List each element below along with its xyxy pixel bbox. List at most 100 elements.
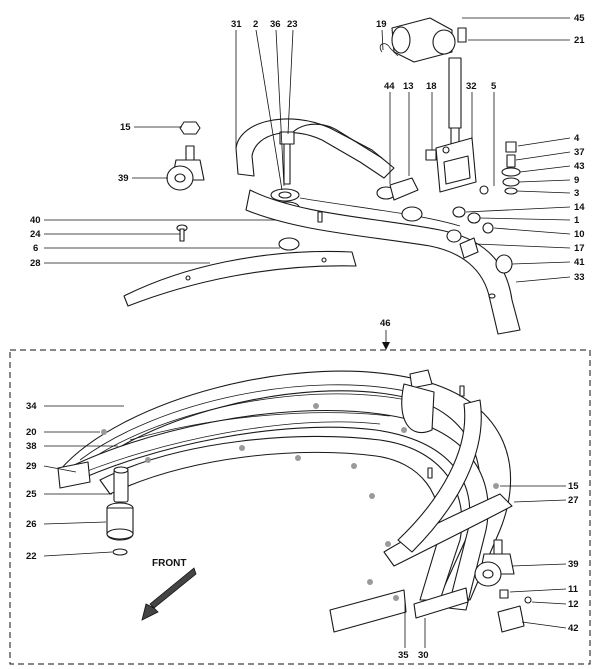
callout-13: 13 — [403, 81, 414, 92]
track-screw — [427, 467, 433, 479]
part-17-knob — [459, 237, 479, 259]
callout-12: 12 — [568, 599, 579, 610]
part-35-tube-top — [409, 369, 433, 389]
callout-29: 29 — [26, 461, 37, 472]
part-37-stem — [506, 154, 516, 168]
part-6-bushing — [278, 237, 300, 251]
callout-27: 27 — [568, 495, 579, 506]
callout-1: 1 — [574, 215, 580, 226]
callout-23: 23 — [287, 19, 298, 30]
callout-3: 3 — [574, 188, 579, 199]
part-35-tube-body — [401, 383, 435, 434]
part-15-nut-upper — [179, 121, 201, 135]
part-18-screw — [442, 146, 450, 154]
part-4-cap — [505, 141, 517, 153]
callout-15-lower: 15 — [568, 481, 579, 492]
callout-5: 5 — [491, 81, 497, 92]
callout-39-lower: 39 — [568, 559, 579, 570]
callout-18: 18 — [426, 81, 437, 92]
part-29-track-plate — [99, 435, 463, 601]
part-12-washer — [524, 596, 532, 604]
callout-10: 10 — [574, 229, 585, 240]
callout-32: 32 — [466, 81, 477, 92]
part-14b-washer — [452, 206, 466, 218]
callout-17: 17 — [574, 243, 585, 254]
callout-21: 21 — [574, 35, 585, 46]
track-bolts — [101, 403, 499, 601]
part-26-bumper — [106, 502, 134, 541]
part-1-washer — [467, 212, 481, 224]
callout-43: 43 — [574, 161, 585, 172]
assembly-46-box — [9, 349, 591, 665]
front-label: FRONT — [152, 558, 186, 569]
part-10-nut — [482, 222, 494, 234]
part-39-caster-upper — [166, 145, 205, 191]
callout-35: 35 — [398, 650, 409, 661]
callout-46: 46 — [380, 318, 391, 329]
part-33-rail — [245, 189, 521, 335]
part-screw-small — [317, 211, 323, 223]
callout-37: 37 — [574, 147, 585, 158]
callout-11: 11 — [568, 584, 579, 595]
part-22-washer — [112, 548, 128, 556]
leader-lines — [43, 17, 571, 648]
callout-30: 30 — [418, 650, 429, 661]
callout-14: 14 — [574, 202, 585, 213]
callout-40: 40 — [30, 215, 41, 226]
callout-28: 28 — [30, 258, 41, 269]
callout-19: 19 — [376, 19, 387, 30]
callout-9: 9 — [574, 175, 579, 186]
part-44-sleeve — [376, 177, 419, 201]
part-38-inner-track — [59, 409, 489, 611]
callout-42: 42 — [568, 623, 579, 634]
part-25-spacer-top — [113, 466, 129, 474]
part-17-washer — [446, 229, 462, 243]
arm-hole — [185, 275, 191, 281]
part-32-bracket — [435, 137, 489, 195]
callout-25: 25 — [26, 489, 37, 500]
part-13-block — [425, 149, 437, 161]
part-43-washer — [501, 167, 521, 177]
callout-24: 24 — [30, 229, 41, 240]
track-screw — [459, 385, 465, 397]
front-arrow-icon — [141, 567, 197, 621]
part-35-end-plate — [329, 589, 407, 633]
part-23-bolt — [279, 131, 295, 185]
callout-39-upper: 39 — [118, 173, 129, 184]
callout-41: 41 — [574, 257, 585, 268]
callout-2: 2 — [253, 19, 258, 30]
callout-26: 26 — [26, 519, 37, 530]
callout-36: 36 — [270, 19, 281, 30]
callout-20: 20 — [26, 427, 37, 438]
part-14-collar — [401, 206, 423, 222]
part-45-actuator — [391, 17, 467, 149]
callout-4: 4 — [574, 133, 580, 144]
part-27-arm — [397, 399, 482, 553]
part-28-arm — [123, 250, 357, 307]
callout-6: 6 — [33, 243, 38, 254]
part-2-washer-hole — [278, 191, 292, 199]
part-25-spacer — [113, 469, 129, 503]
callout-38: 38 — [26, 441, 37, 452]
part-3-nut — [504, 187, 518, 195]
part-9-washer — [502, 177, 520, 187]
part-24-screw — [176, 224, 188, 242]
part-42-bracket — [497, 605, 525, 633]
callout-44: 44 — [384, 81, 395, 92]
arm-hole — [321, 257, 327, 263]
part-19-pin — [379, 43, 399, 57]
callout-15-upper: 15 — [120, 122, 131, 133]
part-39-caster-lower — [474, 539, 515, 587]
callout-labels: 31 2 36 23 19 45 21 44 13 18 32 5 15 39 … — [26, 13, 585, 661]
callout-45: 45 — [574, 13, 585, 24]
callout-31: 31 — [231, 19, 242, 30]
part-41-ring — [495, 254, 513, 274]
part-11-nut — [499, 589, 509, 599]
callout-22: 22 — [26, 551, 37, 562]
part-30-plate — [413, 587, 469, 619]
part-29-end-plate-left — [57, 461, 91, 489]
callout-34: 34 — [26, 401, 37, 412]
callout-33: 33 — [574, 272, 585, 283]
